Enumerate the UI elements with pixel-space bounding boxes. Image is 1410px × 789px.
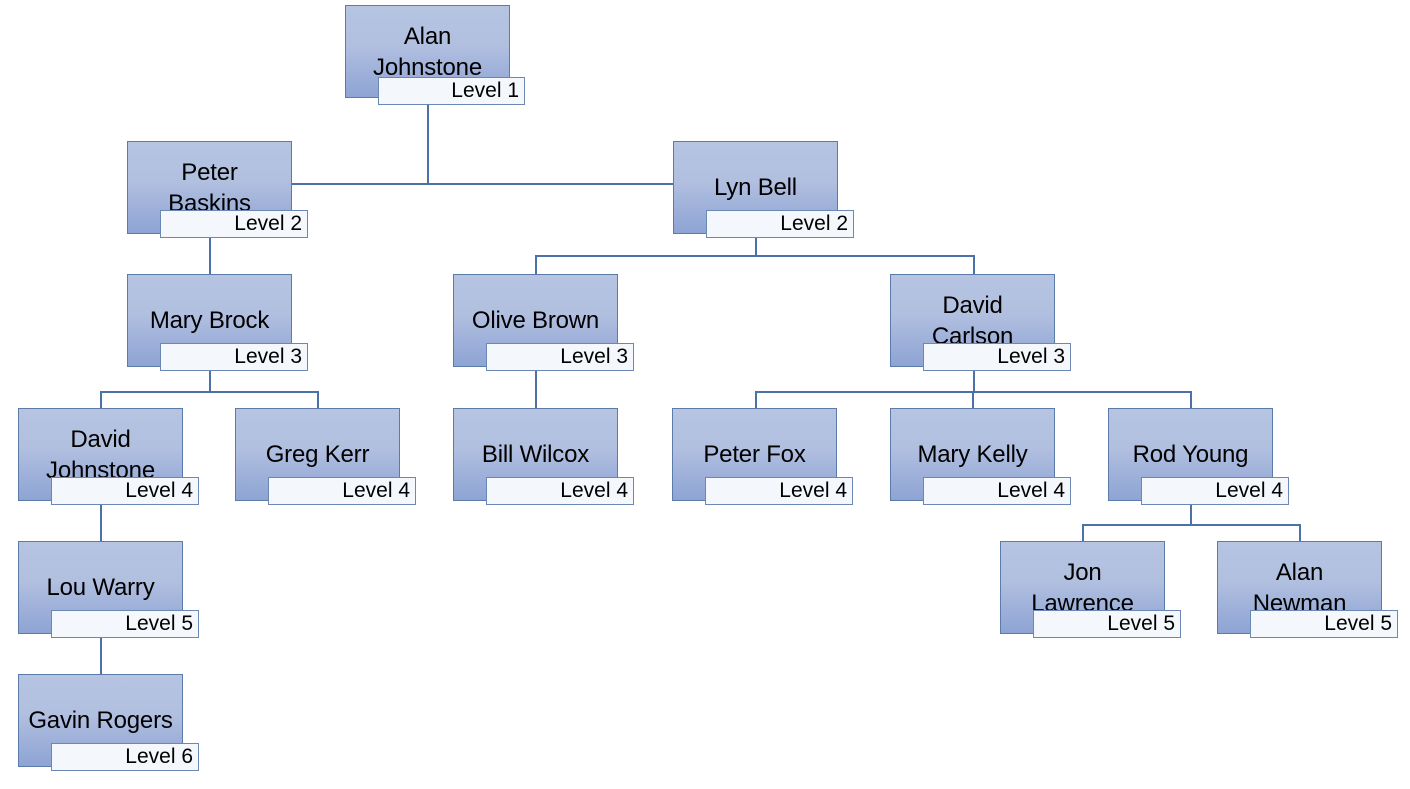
level-tag-lyn-bell: Level 2 [706, 210, 854, 238]
level-tag-rod-young: Level 4 [1141, 477, 1289, 505]
connector-drop-david-carlson [973, 255, 975, 277]
connector-david-carlson-down [973, 364, 975, 392]
connector-alan-johnstone-down [427, 98, 429, 184]
level-tag-greg-kerr: Level 4 [268, 477, 416, 505]
node-name: Bill Wilcox [481, 441, 590, 468]
level-tag-gavin-rogers: Level 6 [51, 743, 199, 771]
connector-bus-mary-brock-children [100, 391, 319, 393]
level-tag-mary-kelly: Level 4 [923, 477, 1071, 505]
connector-drop-rod-young [1190, 391, 1192, 410]
connector-drop-greg-kerr [317, 391, 319, 410]
node-name: Peter Fox [703, 441, 806, 468]
level-tag-lou-warry: Level 5 [51, 610, 199, 638]
level-tag-jon-lawrence: Level 5 [1033, 610, 1181, 638]
connector-drop-jon-lawrence [1082, 524, 1084, 544]
connector-david-johnstone-to-lou-warry [100, 498, 102, 544]
connector-bus-lyn-bell-children [535, 255, 975, 257]
node-name: Alan Johnstone [373, 22, 482, 81]
connector-rod-young-down [1190, 498, 1192, 525]
connector-bus-rod-young-children [1082, 524, 1300, 526]
connector-bus-level2 [291, 183, 676, 185]
connector-drop-david-johnstone [100, 391, 102, 410]
connector-drop-peter-fox [755, 391, 757, 410]
connector-drop-mary-kelly [972, 391, 974, 410]
level-tag-bill-wilcox: Level 4 [486, 477, 634, 505]
node-name: Olive Brown [471, 307, 600, 334]
level-tag-alan-johnstone: Level 1 [378, 77, 525, 105]
level-tag-peter-baskins: Level 2 [160, 210, 308, 238]
connector-lou-warry-to-gavin-rogers [100, 631, 102, 677]
level-tag-mary-brock: Level 3 [160, 343, 308, 371]
level-tag-david-johnstone: Level 4 [51, 477, 199, 505]
node-name: Lyn Bell [714, 174, 797, 201]
level-tag-peter-fox: Level 4 [705, 477, 853, 505]
level-tag-alan-newman: Level 5 [1250, 610, 1398, 638]
node-name: Mary Kelly [917, 441, 1028, 468]
connector-drop-alan-newman [1299, 524, 1301, 544]
node-name: Rod Young [1132, 441, 1249, 468]
node-name: Gavin Rogers [28, 707, 173, 734]
connector-drop-olive-brown [535, 255, 537, 277]
node-name: Mary Brock [149, 307, 270, 334]
connector-lyn-bell-down [755, 231, 757, 256]
node-name: Greg Kerr [265, 441, 370, 468]
level-tag-david-carlson: Level 3 [923, 343, 1071, 371]
connector-peter-baskins-to-mary-brock [209, 231, 211, 277]
level-tag-olive-brown: Level 3 [486, 343, 634, 371]
node-name: Lou Warry [46, 574, 155, 601]
connector-olive-brown-to-bill-wilcox [535, 364, 537, 410]
connector-mary-brock-down [209, 364, 211, 392]
